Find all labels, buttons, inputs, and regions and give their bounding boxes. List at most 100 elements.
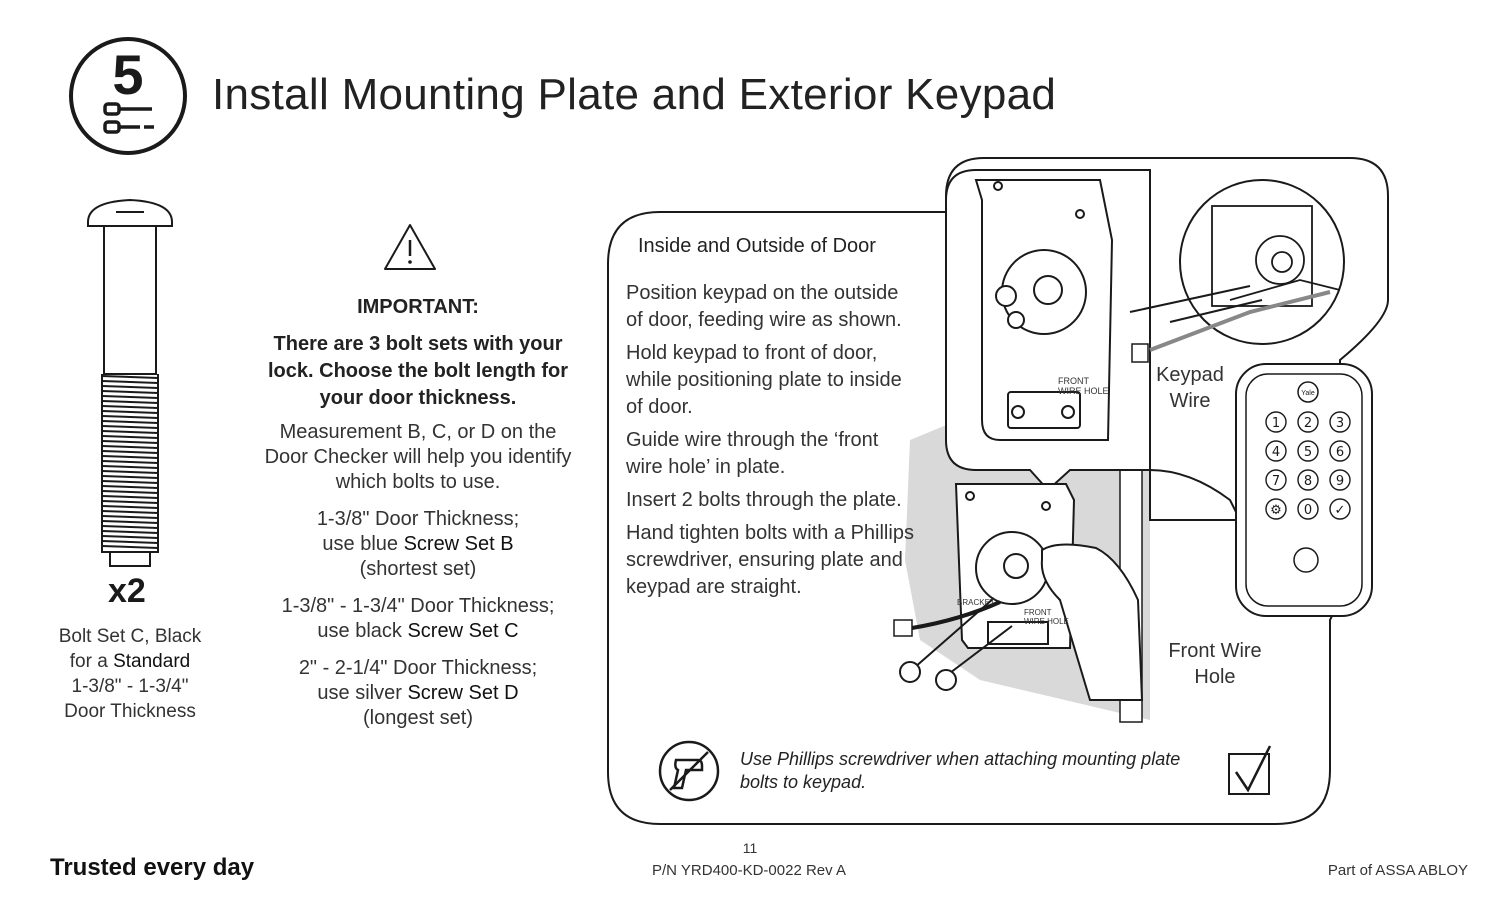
option-set: Screw Set D [407,682,519,704]
tools-icon [103,102,154,134]
important-message: There are 3 bolt sets with your lock. Ch… [268,333,568,409]
page-number: 11 [742,840,758,856]
keypad-key [1265,440,1287,462]
callout-frame [607,157,1389,825]
option-note: (shortest set) [359,558,477,580]
option-use: use silver Screw Set D [258,681,578,706]
footer-slogan: Trusted every day [50,854,255,881]
front-wire-hole-marking: FRONT WIRE HOLE [1024,608,1069,626]
hand-illustration [1040,543,1144,701]
option-thickness: 2" - 2-1/4" Door Thickness; [298,657,538,679]
marking-text: FRONT [1024,608,1052,617]
page-title: Install Mounting Plate and Exterior Keyp… [212,70,1057,119]
option-set: Screw Set B [403,533,514,555]
keypad-key [1265,469,1287,491]
option-set: Screw Set C [407,620,519,642]
instruction-step: Insert 2 bolts through the plate. [626,489,902,511]
keypad-key [1265,411,1287,433]
bolt-caption-line: for a Standard [30,649,230,674]
keypad-key [1329,440,1351,462]
guide-arrow [1169,299,1263,323]
keypad-key-label: 8 [1304,474,1312,489]
tool-note: Use Phillips screwdriver when attaching … [740,749,1181,792]
keypad-key [1329,469,1351,491]
panel-title: Inside and Outside of Door [638,235,876,257]
bolt-caption-line: Door Thickness [64,701,196,722]
front-wire-hole-marking: FRONT WIRE HOLE [1058,376,1109,396]
keypad-key [1329,498,1351,520]
marking-text: FRONT [1058,376,1089,386]
step-number: 5 [112,43,143,106]
option-use-prefix: use black [317,620,408,642]
keypad-wire-label: Keypad Wire [1150,362,1230,414]
keypad-wire [911,600,1001,630]
no-power-tool-icon [658,740,720,802]
marking-text: WIRE HOLE [1024,617,1069,626]
keypad-wire-label-line: Keypad [1156,364,1224,386]
bolt-caption-line: 1-3/8" - 1-3/4" [71,676,189,697]
instruction-step: Hand tighten bolts with a Phillips screw… [626,522,914,598]
keypad-device: Yale 1 2 3 4 5 6 7 8 9 ⚙ 0 ✓ [1235,363,1373,617]
bolt-illustration [87,198,173,567]
keypad-key-label: 6 [1336,445,1344,460]
instruction-step: Position keypad on the outside of door, … [626,282,902,331]
footer-brand: Part of ASSA ABLOY [1327,862,1468,879]
keypad-key-label: 1 [1272,416,1280,431]
marking-text: WIRE HOLE [1058,386,1109,396]
keypad-key [1297,469,1319,491]
bolt-standard-label: Standard [113,651,191,672]
keypad-key-label: ⚙ [1270,503,1282,518]
option-use-prefix: use blue [322,533,404,555]
magnifier-circle [1179,179,1345,345]
important-notice: IMPORTANT: There are 3 bolt sets with yo… [258,296,578,743]
front-wire-hole-label: Front Wire Hole [1160,638,1270,690]
front-wire-label-line: Front Wire [1168,640,1262,662]
keypad-key-label: ✓ [1335,503,1346,518]
keypad-key-label: 5 [1304,445,1312,460]
option-use: use blue Screw Set B [258,532,578,557]
keypad-key-label: 3 [1336,416,1344,431]
option-use: use black Screw Set C [258,619,578,644]
bolt-caption: Bolt Set C, Black for a Standard 1-3/8" … [30,624,230,724]
step-badge: 5 [69,37,187,155]
keypad-key [1329,411,1351,433]
magnifier-detail [1211,205,1341,307]
measurement-note: Measurement B, C, or D on the Door Check… [264,421,572,493]
keypad-key [1265,498,1287,520]
wire-connector [1131,343,1149,363]
bolt-caption-line: Bolt Set C, Black [58,626,202,647]
keypad-key [1297,498,1319,520]
bracket-marking: BRACKET [957,598,995,607]
instruction-steps: Position keypad on the outside of door, … [626,280,916,607]
mounting-plate-large [974,179,1114,441]
screw-option: 1-3/8" Door Thickness; use blue Screw Se… [258,507,578,582]
guide-arrow [1129,285,1251,313]
keypad-wire-zoom [1149,290,1331,352]
keypad-logo: Yale [1301,390,1315,397]
keypad-key-label: 0 [1304,503,1312,518]
hand-illustration [1149,468,1242,521]
screw-option: 1-3/8" - 1-3/4" Door Thickness; use blac… [258,594,578,644]
bolt-quantity: x2 [108,572,146,610]
keypad-key-label: 9 [1336,474,1344,489]
option-note: (longest set) [362,707,474,729]
important-heading: IMPORTANT: [357,296,479,318]
front-wire-label-line: Hole [1194,666,1236,688]
bolt-caption-text: for a [69,651,114,672]
keypad-key [1297,440,1319,462]
keypad-key [1297,411,1319,433]
option-thickness: 1-3/8" - 1-3/4" Door Thickness; [281,595,555,617]
keypad-key-label: 2 [1304,416,1312,431]
warning-icon [384,224,436,270]
part-number: P/N YRD400-KD-0022 Rev A [652,862,846,879]
keypad-wire-label-line: Wire [1169,390,1211,412]
checkbox-check-icon [1228,745,1272,795]
option-thickness: 1-3/8" Door Thickness; [316,508,520,530]
screw-option: 2" - 2-1/4" Door Thickness; use silver S… [258,656,578,731]
instruction-step: Guide wire through the ‘front wire hole’… [626,429,879,478]
keypad-key-label: 7 [1272,474,1280,489]
bolt-screw [899,597,1013,691]
keypad-key-label: 4 [1272,445,1280,460]
wire-connector [893,619,913,637]
